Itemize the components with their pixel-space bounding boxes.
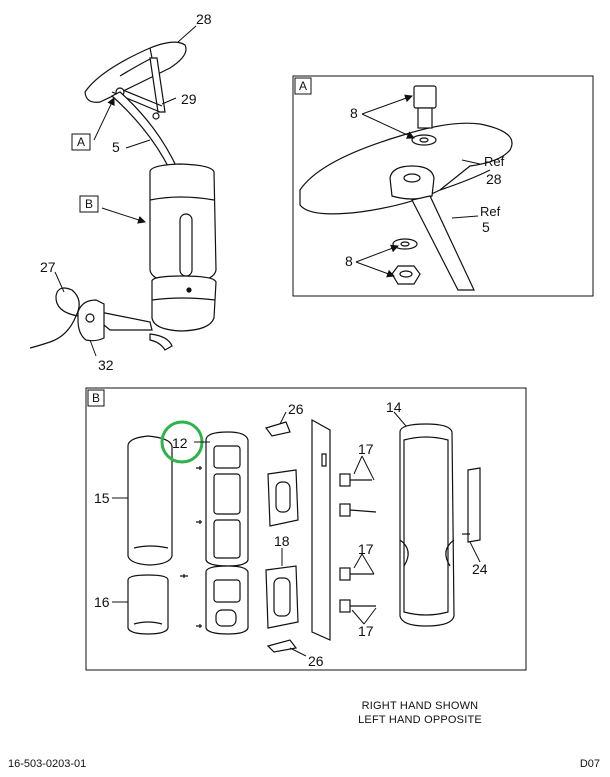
callout-B: B [85, 197, 93, 211]
callout-A-box [71, 133, 91, 151]
drawing-number: 16-503-0203-01 [8, 758, 87, 770]
callout-14: 14 [386, 399, 402, 415]
callout-26-top: 26 [288, 401, 304, 417]
callout-17-c: 17 [358, 623, 374, 639]
callout-5: 5 [112, 139, 120, 155]
callout-26-bottom: 26 [308, 653, 324, 669]
ref-28-number: 28 [486, 171, 502, 187]
note-line-2: LEFT HAND OPPOSITE [358, 714, 482, 726]
ref-28-label: Ref [484, 154, 505, 169]
callout-16: 16 [94, 594, 110, 610]
callout-8-bottom: 8 [345, 253, 353, 269]
callout-28: 28 [196, 11, 212, 27]
detail-b-title: B [92, 391, 100, 405]
callout-15: 15 [94, 490, 110, 506]
ref-5-number: 5 [482, 219, 490, 235]
callout-12: 12 [172, 435, 188, 451]
callout-17-a: 17 [358, 441, 374, 457]
mirror-bracket-assembly [29, 41, 217, 351]
orientation-note: RIGHT HAND SHOWN LEFT HAND OPPOSITE [340, 699, 500, 727]
callout-29: 29 [181, 91, 197, 107]
callout-8-top: 8 [350, 105, 358, 121]
callout-18: 18 [274, 533, 290, 549]
detail-a-title: A [299, 79, 307, 93]
main-callout-leaders [54, 25, 197, 357]
callout-17-b: 17 [358, 541, 374, 557]
detail-a-panel: A [292, 75, 594, 297]
callout-B-box [79, 195, 99, 213]
sheet-code: D07 [579, 758, 600, 770]
note-line-1: RIGHT HAND SHOWN [361, 700, 479, 712]
callout-32: 32 [98, 357, 114, 373]
ref-5-label: Ref [480, 204, 501, 219]
callout-24: 24 [472, 561, 488, 577]
callout-A: A [77, 135, 85, 149]
detail-b-panel: B [85, 387, 527, 671]
callout-27: 27 [40, 259, 56, 275]
